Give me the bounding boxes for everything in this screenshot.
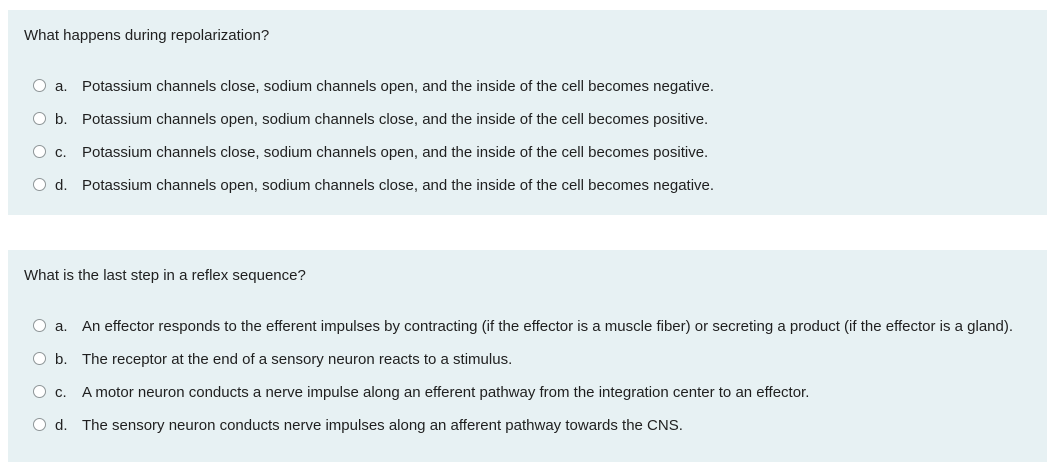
radio-button[interactable] <box>33 352 46 365</box>
question-2-options: a. An effector responds to the efferent … <box>24 317 1031 436</box>
question-1-text: What happens during repolarization? <box>24 27 270 44</box>
option-letter: a. <box>55 318 68 335</box>
radio-button[interactable] <box>33 319 46 332</box>
option-text: Potassium channels open, sodium channels… <box>82 111 709 128</box>
option-text: The receptor at the end of a sensory neu… <box>82 351 513 368</box>
question-2-option-c[interactable]: c. A motor neuron conducts a nerve impul… <box>24 383 1031 403</box>
question-1-option-a[interactable]: a. Potassium channels close, sodium chan… <box>24 77 1031 97</box>
question-block-1: What happens during repolarization? a. P… <box>8 10 1047 215</box>
question-2-option-d[interactable]: d. The sensory neuron conducts nerve imp… <box>24 416 1031 436</box>
option-letter: c. <box>55 144 67 161</box>
radio-button[interactable] <box>33 385 46 398</box>
option-text: The sensory neuron conducts nerve impuls… <box>82 417 683 434</box>
question-1-option-d[interactable]: d. Potassium channels open, sodium chann… <box>24 176 1031 196</box>
option-text: Potassium channels close, sodium channel… <box>82 144 709 161</box>
option-letter: c. <box>55 384 67 401</box>
option-text: Potassium channels close, sodium channel… <box>82 78 715 95</box>
option-letter: d. <box>55 417 68 434</box>
option-text: A motor neuron conducts a nerve impulse … <box>82 384 810 401</box>
option-text: An effector responds to the efferent imp… <box>82 318 1014 335</box>
question-block-2: What is the last step in a reflex sequen… <box>8 250 1047 462</box>
option-letter: b. <box>55 111 68 128</box>
radio-button[interactable] <box>33 418 46 431</box>
question-1-option-b[interactable]: b. Potassium channels open, sodium chann… <box>24 110 1031 130</box>
question-1-options: a. Potassium channels close, sodium chan… <box>24 77 1031 196</box>
option-letter: d. <box>55 177 68 194</box>
question-2-text: What is the last step in a reflex sequen… <box>24 267 306 284</box>
question-2-option-a[interactable]: a. An effector responds to the efferent … <box>24 317 1031 337</box>
quiz-page: What happens during repolarization? a. P… <box>8 10 1047 462</box>
radio-button[interactable] <box>33 178 46 191</box>
option-letter: b. <box>55 351 68 368</box>
question-2-option-b[interactable]: b. The receptor at the end of a sensory … <box>24 350 1031 370</box>
radio-button[interactable] <box>33 112 46 125</box>
question-1-option-c[interactable]: c. Potassium channels close, sodium chan… <box>24 143 1031 163</box>
radio-button[interactable] <box>33 79 46 92</box>
option-text: Potassium channels open, sodium channels… <box>82 177 715 194</box>
radio-button[interactable] <box>33 145 46 158</box>
option-letter: a. <box>55 78 68 95</box>
